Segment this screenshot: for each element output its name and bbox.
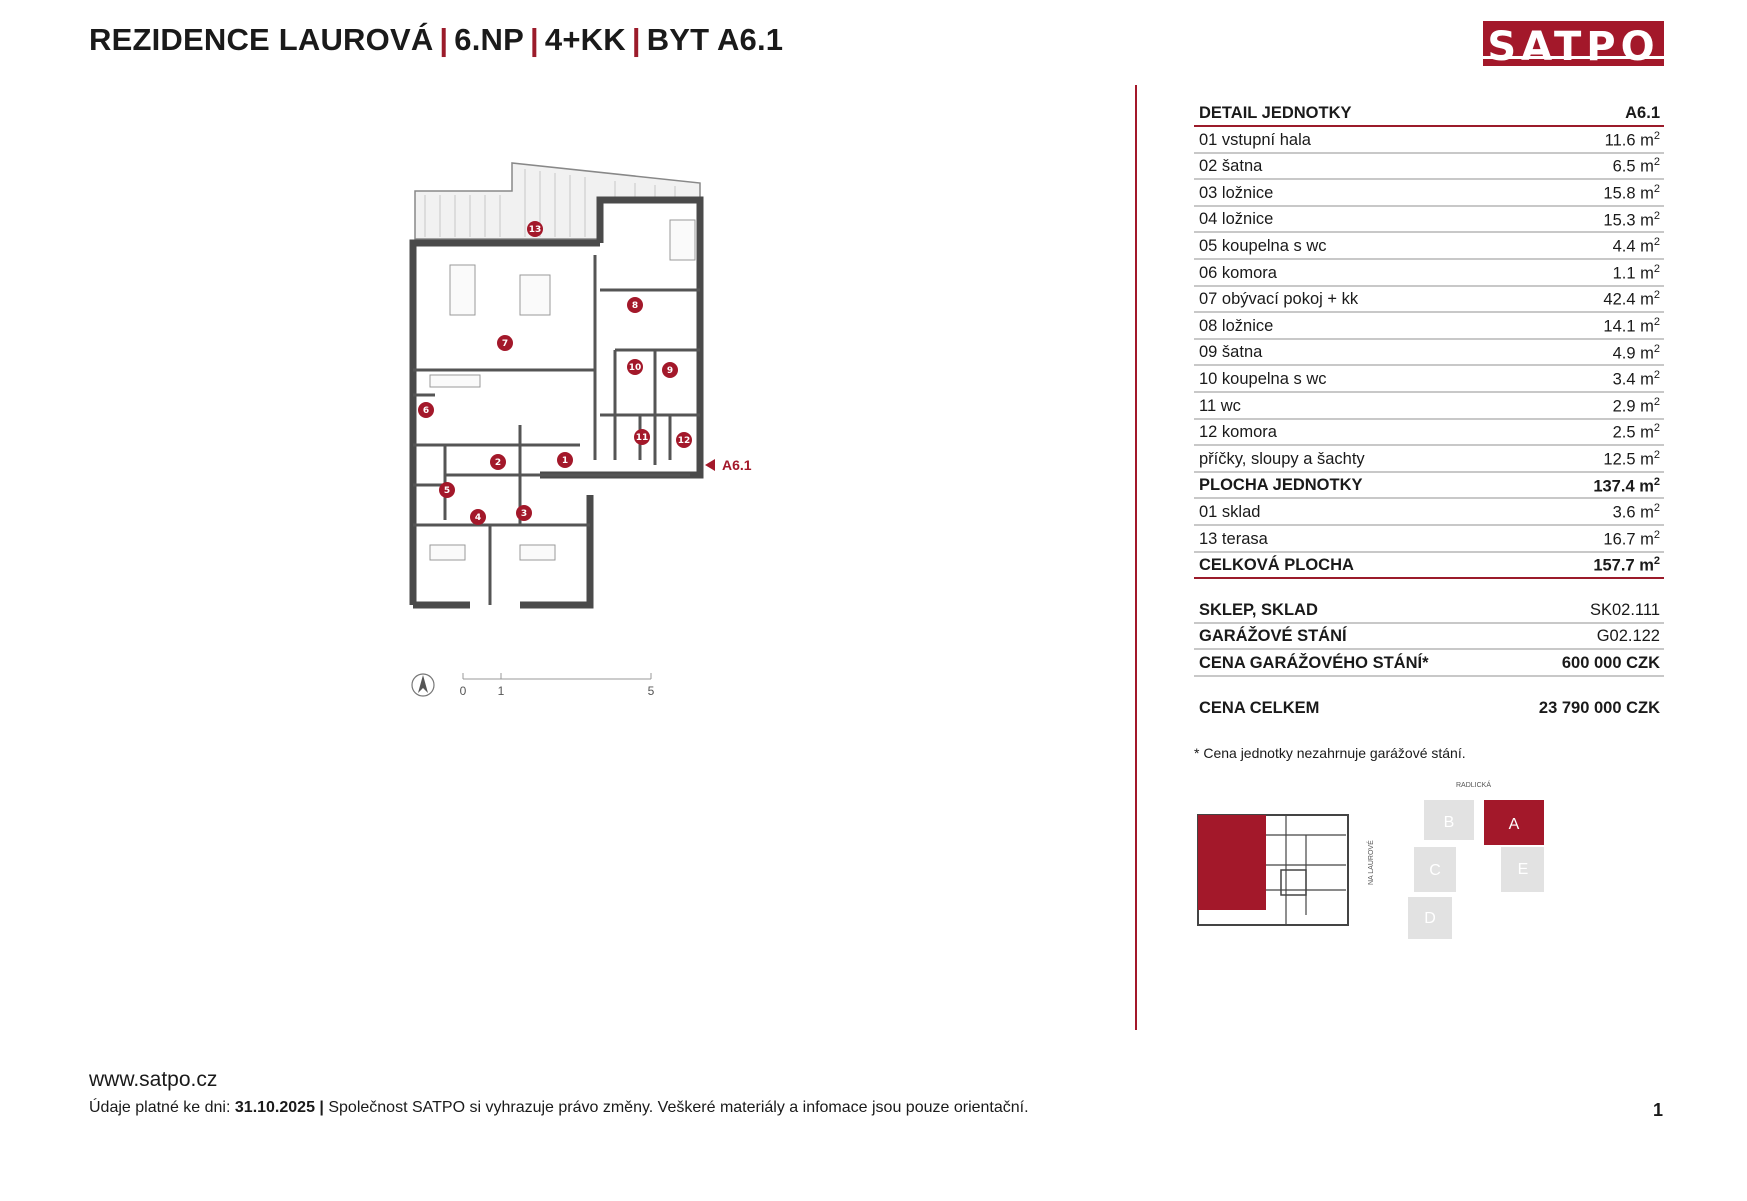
room-marker-2: 2 (490, 454, 506, 470)
block-c: C (1414, 847, 1456, 892)
project-name: REZIDENCE LAUROVÁ (89, 22, 434, 57)
validity-date: 31.10.2025 (234, 1099, 315, 1116)
unit-pointer-label: A6.1 (722, 457, 752, 473)
footer-disclaimer: Údaje platné ke dni: 31.10.2025 | Společ… (89, 1099, 1029, 1117)
scale-label-5: 5 (648, 684, 655, 698)
logo-text: SATPO (1487, 24, 1660, 70)
svg-text:D: D (1424, 910, 1436, 927)
street-label-top: RADLICKÁ (1456, 780, 1491, 789)
block-a: A (1484, 800, 1544, 845)
svg-text:3: 3 (521, 509, 527, 519)
room-marker-12: 12 (676, 432, 692, 448)
title-separator: | (439, 22, 449, 57)
room-marker-8: 8 (627, 297, 643, 313)
unit-label: BYT A6.1 (646, 22, 784, 57)
svg-text:9: 9 (667, 366, 673, 376)
garage-price-row: CENA GARÁŽOVÉHO STÁNÍ*600 000 CZK (1194, 652, 1664, 677)
svg-text:8: 8 (632, 301, 638, 311)
block-d: D (1408, 897, 1452, 939)
footer-separator: | (319, 1099, 324, 1116)
site-map: RADLICKÁ NA LAUROVÉ A B C D E (1197, 780, 1544, 939)
room-marker-7: 7 (497, 335, 513, 351)
svg-text:12: 12 (678, 436, 691, 446)
block-b: B (1424, 800, 1474, 840)
block-e: E (1501, 847, 1544, 892)
room-marker-9: 9 (662, 362, 678, 378)
scale-label-0: 0 (460, 684, 467, 698)
room-marker-13: 13 (527, 221, 543, 237)
page-title: REZIDENCE LAUROVÁ|6.NP|4+KK|BYT A6.1 (89, 22, 783, 58)
price-note: * Cena jednotky nezahrnuje garážové stán… (1194, 745, 1466, 761)
room-marker-3: 3 (516, 505, 532, 521)
satpo-logo: SATPO (1483, 21, 1664, 70)
room-marker-1: 1 (557, 452, 573, 468)
svg-text:11: 11 (636, 433, 649, 443)
unit-pointer-icon (705, 459, 715, 471)
svg-text:10: 10 (629, 363, 642, 373)
svg-text:1: 1 (562, 456, 568, 466)
svg-text:A: A (1509, 816, 1520, 833)
svg-text:5: 5 (444, 486, 450, 496)
floor-plan: 13 8 7 10 9 6 11 12 2 1 5 4 3 A6.1 0 1 5 (409, 162, 752, 698)
svg-text:7: 7 (502, 339, 508, 349)
svg-text:C: C (1429, 862, 1441, 879)
room-marker-5: 5 (439, 482, 455, 498)
svg-text:B: B (1444, 814, 1455, 831)
website-link[interactable]: www.satpo.cz (89, 1068, 218, 1091)
disclaimer-text: Společnost SATPO si vyhrazuje právo změn… (328, 1099, 1029, 1116)
page-number: 1 (1653, 1100, 1664, 1120)
scale-label-1: 1 (498, 684, 505, 698)
room-marker-4: 4 (470, 509, 486, 525)
title-separator: | (631, 22, 641, 57)
scale-bar (462, 673, 652, 680)
room-marker-10: 10 (627, 359, 643, 375)
room-marker-11: 11 (634, 429, 650, 445)
validity-label: Údaje platné ke dni: (89, 1099, 231, 1116)
title-separator: | (530, 22, 539, 57)
svg-text:2: 2 (495, 458, 501, 468)
layout-label: 4+KK (544, 22, 626, 57)
svg-text:6: 6 (423, 406, 429, 416)
svg-text:13: 13 (529, 225, 542, 235)
north-arrow-icon (411, 673, 435, 697)
floor-label: 6.NP (454, 22, 525, 57)
divider-line (1135, 85, 1137, 1030)
room-marker-6: 6 (418, 402, 434, 418)
svg-text:E: E (1518, 861, 1529, 878)
street-label-side: NA LAUROVÉ (1366, 840, 1375, 885)
svg-text:4: 4 (475, 513, 481, 523)
